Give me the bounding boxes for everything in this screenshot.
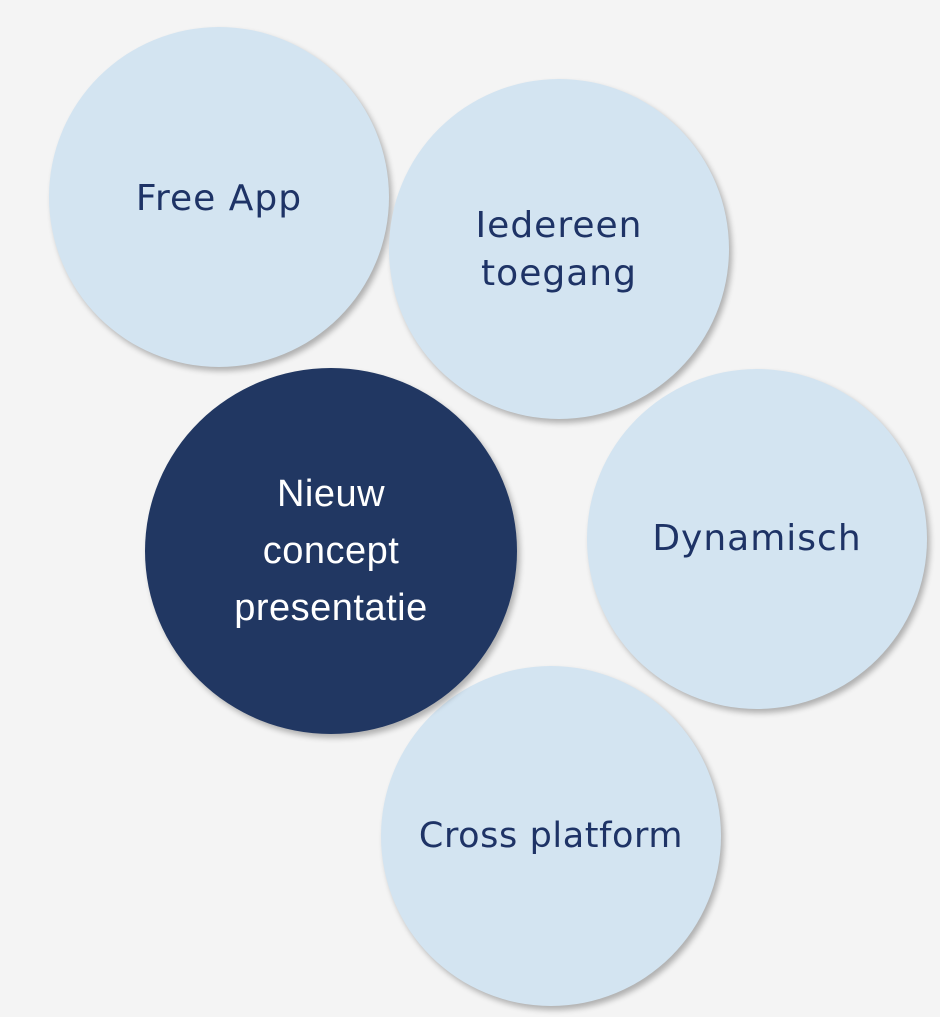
bubble-cross-platform: Cross platform bbox=[381, 666, 721, 1006]
bubble-dynamisch: Dynamisch bbox=[587, 369, 927, 709]
bubble-iedereen-toegang-label: Iedereen toegang bbox=[475, 205, 643, 294]
bubble-free-app: Free App bbox=[49, 27, 389, 367]
bubble-iedereen-toegang: Iedereen toegang bbox=[389, 79, 729, 419]
bubble-cross-platform-label: Cross platform bbox=[418, 816, 684, 856]
bubble-dynamisch-label: Dynamisch bbox=[652, 518, 862, 559]
center-bubble-nieuw-concept: Nieuw concept presentatie bbox=[145, 368, 517, 734]
bubble-free-app-label: Free App bbox=[135, 178, 303, 219]
center-bubble-label: Nieuw concept presentatie bbox=[234, 472, 428, 629]
